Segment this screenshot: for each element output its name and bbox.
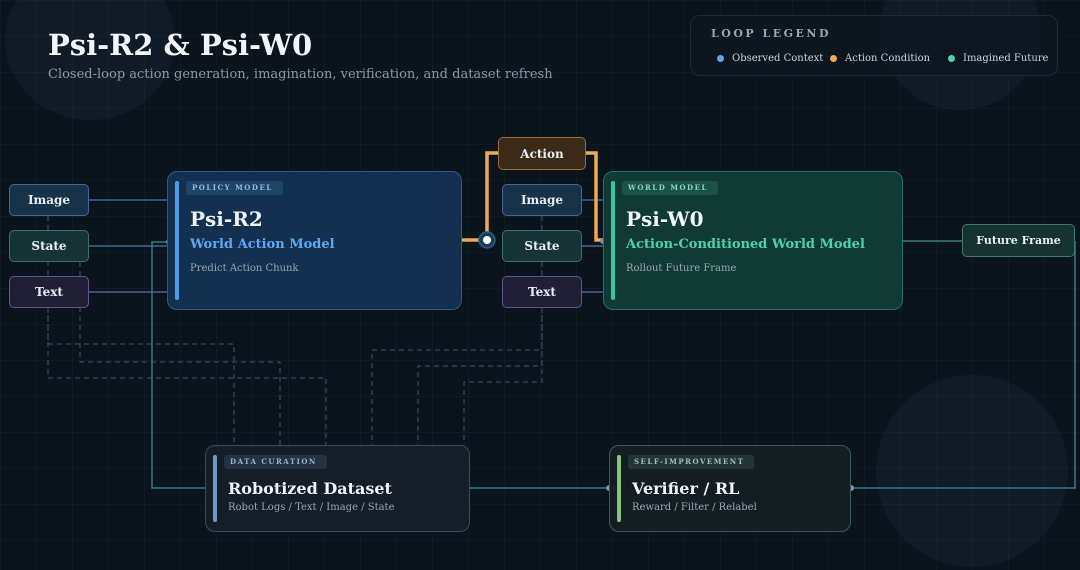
observed-dot-icon (717, 55, 724, 62)
dataset-to-policy-loop (151, 241, 205, 489)
card-tag: SELF-IMPROVEMENT (628, 455, 755, 469)
action-junction-core-icon (483, 236, 491, 244)
card-description: Predict Action Chunk (190, 263, 299, 274)
legend-label: Imagined Future (963, 53, 1049, 64)
loop-legend: LOOP LEGEND Observed Context Action Cond… (690, 15, 1058, 76)
legend-label: Observed Context (732, 53, 824, 64)
card-description: Robot Logs / Text / Image / State (228, 502, 395, 513)
world-model-card[interactable]: WORLD MODEL Psi-W0 Action-Conditioned Wo… (603, 171, 903, 310)
card-name: Psi-R2 (190, 207, 263, 231)
page-subtitle: Closed-loop action generation, imaginati… (48, 67, 553, 82)
legend-label: Action Condition (845, 53, 931, 64)
legend-item-imagined-future: Imagined Future (948, 53, 1048, 64)
self-improvement-card[interactable]: SELF-IMPROVEMENT Verifier / RL Reward / … (609, 445, 851, 532)
card-accent-bar (175, 181, 179, 300)
action-dot-icon (830, 55, 837, 62)
action-condition-wire (462, 151, 603, 242)
card-tag: POLICY MODEL (186, 181, 283, 195)
card-name: Psi-W0 (626, 207, 704, 231)
card-subtitle: Action-Conditioned World Model (626, 237, 865, 252)
verifier-to-future-loop (851, 241, 1076, 489)
world-input-image-chip[interactable]: Image (502, 184, 582, 216)
page-title: Psi-R2 & Psi-W0 (48, 28, 313, 62)
legend-title: LOOP LEGEND (711, 27, 831, 40)
card-accent-bar (617, 455, 621, 522)
input-image-chip[interactable]: Image (9, 184, 89, 216)
card-name: Robotized Dataset (228, 479, 392, 498)
card-tag: DATA CURATION (224, 455, 327, 469)
input-state-chip[interactable]: State (9, 230, 89, 262)
imagined-dot-icon (948, 55, 955, 62)
future-frame-chip[interactable]: Future Frame (962, 224, 1075, 257)
card-tag: WORLD MODEL (622, 181, 718, 195)
legend-item-observed-context: Observed Context (717, 53, 823, 64)
input-text-chip[interactable]: Text (9, 276, 89, 308)
card-description: Reward / Filter / Relabel (632, 502, 757, 513)
policy-model-card[interactable]: POLICY MODEL Psi-R2 World Action Model P… (167, 171, 462, 310)
card-name: Verifier / RL (632, 479, 740, 498)
card-subtitle: World Action Model (190, 237, 335, 252)
card-accent-bar (213, 455, 217, 522)
action-chip[interactable]: Action (498, 137, 586, 170)
legend-item-action-condition: Action Condition (830, 53, 930, 64)
world-input-state-chip[interactable]: State (502, 230, 582, 262)
card-accent-bar (611, 181, 615, 300)
card-description: Rollout Future Frame (626, 263, 737, 274)
world-input-text-chip[interactable]: Text (502, 276, 582, 308)
data-curation-card[interactable]: DATA CURATION Robotized Dataset Robot Lo… (205, 445, 470, 532)
background-circle (876, 375, 1068, 567)
